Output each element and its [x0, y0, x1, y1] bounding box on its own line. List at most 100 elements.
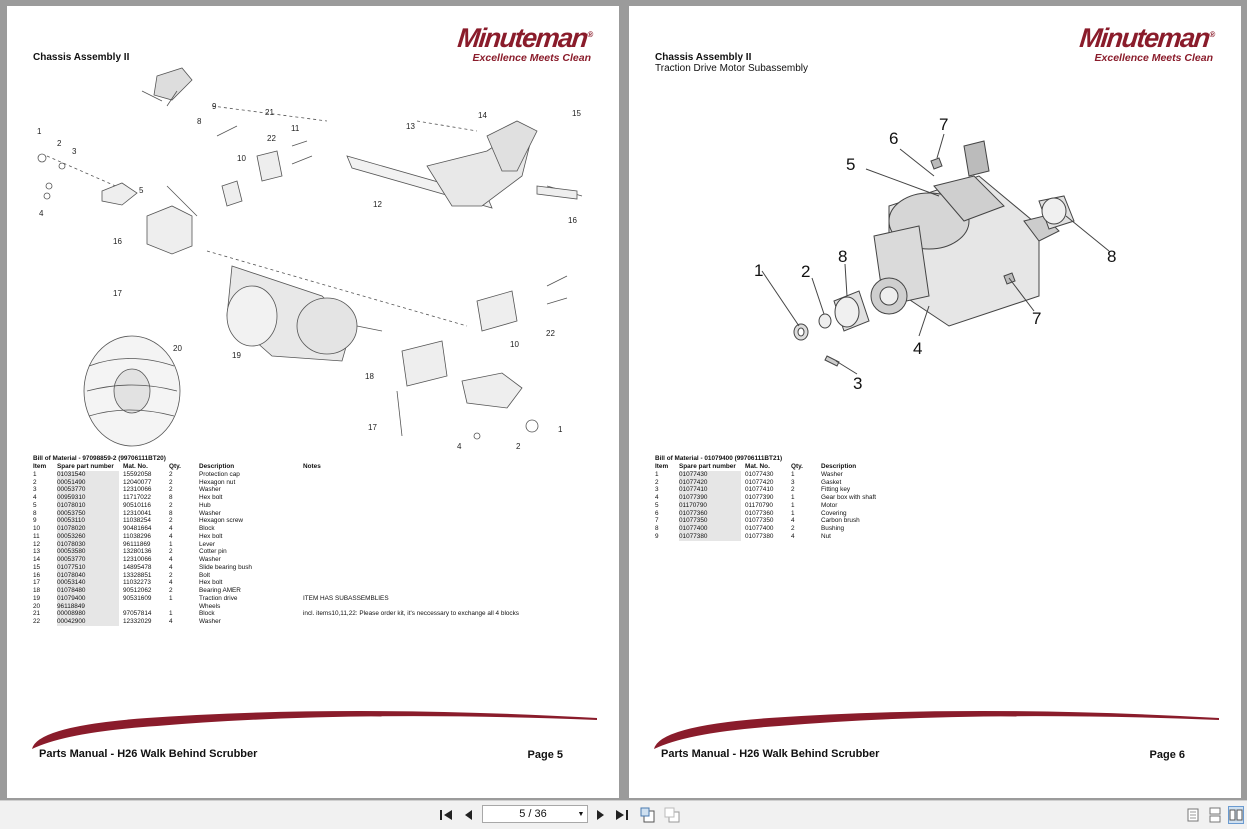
logo-tagline: Excellence Meets Clean — [472, 52, 591, 64]
cell-description: Hex bolt — [199, 494, 223, 501]
col-item: Item — [655, 463, 669, 470]
cell-mat-no: 90481664 — [123, 525, 152, 532]
cell-qty: 1 — [169, 610, 173, 618]
callout-8: 8 — [197, 117, 202, 126]
cell-notes — [303, 494, 563, 502]
cell-notes — [303, 486, 563, 494]
page-number-value: 5 / 36 — [519, 808, 547, 820]
cell-spare-part: 00053770 — [57, 486, 119, 494]
cell-mat-no — [119, 603, 169, 611]
cell-item: 8 — [655, 525, 659, 532]
cell-spare-part: 01031540 — [57, 470, 119, 479]
callout-7: 7 — [1032, 309, 1041, 328]
callout-12: 12 — [373, 200, 382, 209]
cell-qty: 4 — [791, 532, 795, 540]
logo-tagline: Excellence Meets Clean — [1094, 52, 1213, 64]
single-page-view-icon[interactable] — [1186, 806, 1200, 824]
cell-spare-part: 01077430 — [679, 470, 741, 479]
bill-of-material-table: Bill of Material - 97098859-2 (99706111B… — [33, 455, 563, 626]
cell-mat-no: 01077430 — [745, 470, 774, 478]
cell-mat-no: 90510116 — [123, 501, 151, 509]
callout-7: 7 — [939, 115, 948, 134]
cell-description: Motor — [821, 501, 838, 509]
cell-notes — [303, 541, 563, 549]
cell-description: Traction drive — [199, 594, 238, 602]
cell-spare-part: 01077350 — [679, 517, 741, 525]
cell-description: Covering — [821, 509, 847, 517]
cell-item: 5 — [655, 501, 659, 509]
bill-of-material-table: Bill of Material - 01079400 (99706111BT2… — [655, 455, 925, 541]
rotate-page-icon[interactable] — [640, 806, 656, 824]
cell-notes: ITEM HAS SUBASSEMBLIES — [303, 594, 389, 602]
cell-description: Washer — [199, 556, 221, 563]
cell-item: 1 — [33, 470, 37, 478]
callout-22: 22 — [267, 134, 276, 143]
cell-qty: 1 — [791, 494, 795, 501]
callout-19: 19 — [232, 351, 241, 360]
cell-notes — [303, 556, 563, 564]
document-page-6: Minuteman® Excellence Meets Clean Chassi… — [629, 6, 1241, 798]
cell-item: 5 — [33, 501, 37, 509]
col-description: Description — [199, 463, 235, 470]
callout-4: 4 — [457, 442, 462, 451]
cell-notes — [303, 517, 563, 525]
cell-mat-no: 97057814 — [123, 610, 152, 618]
cell-description: Bolt — [199, 571, 211, 579]
cell-spare-part: 00053580 — [57, 548, 119, 556]
two-page-view-icon[interactable] — [1228, 806, 1244, 824]
cell-description: Hexagon nut — [199, 478, 236, 486]
cell-item: 10 — [33, 525, 41, 532]
cell-item: 2 — [33, 478, 37, 486]
page-number-select[interactable]: 5 / 36 ▼ — [482, 805, 588, 823]
cell-description: Hub — [199, 501, 211, 509]
viewer-toolbar — [0, 800, 1247, 829]
chevron-down-icon[interactable]: ▼ — [577, 810, 585, 818]
cell-description: Washer — [199, 618, 221, 625]
cell-qty: 4 — [169, 525, 173, 532]
cell-notes: incl. items10,11,22: Please order kit, i… — [303, 610, 520, 618]
fit-page-icon[interactable] — [664, 806, 680, 824]
cell-item: 20 — [33, 602, 41, 610]
prev-page-icon[interactable] — [461, 806, 475, 824]
next-page-icon[interactable] — [594, 806, 608, 824]
cell-description: Block — [199, 525, 215, 532]
cell-qty: 1 — [169, 540, 173, 548]
callout-11: 11 — [291, 124, 300, 133]
cell-spare-part: 01077410 — [679, 486, 741, 494]
cell-description: Gasket — [821, 478, 842, 486]
cell-item: 13 — [33, 548, 41, 556]
callout-4: 4 — [39, 209, 44, 218]
callout-3: 3 — [853, 374, 862, 393]
cell-mat-no: 14895478 — [123, 563, 152, 571]
cell-item: 15 — [33, 563, 41, 571]
cell-spare-part: 01078040 — [57, 571, 119, 580]
callout-22: 22 — [546, 329, 555, 338]
cell-mat-no: 12310066 — [123, 486, 152, 494]
cell-spare-part: 01077420 — [679, 478, 741, 487]
chassis-exploded-diagram: 1 2 3 4 5 8 9 10 11 12 13 14 15 16 16 17… — [37, 67, 583, 451]
cell-mat-no: 15592058 — [123, 470, 152, 478]
cell-description: Hex bolt — [199, 532, 223, 540]
cell-qty: 4 — [169, 563, 173, 571]
cell-qty — [169, 603, 199, 611]
first-page-icon[interactable] — [438, 806, 454, 824]
cell-mat-no: 12332029 — [123, 618, 152, 625]
cell-description: Block — [199, 610, 215, 618]
continuous-view-icon[interactable] — [1208, 806, 1222, 824]
cell-qty: 2 — [169, 501, 173, 509]
cell-notes — [303, 564, 563, 572]
cell-spare-part: 00053140 — [57, 579, 119, 587]
cell-notes — [303, 479, 563, 487]
callout-15: 15 — [572, 109, 581, 118]
traction-motor-exploded-diagram: 1 2 3 4 5 6 7 7 8 8 — [754, 115, 1116, 393]
cell-mat-no: 01077410 — [745, 486, 774, 494]
last-page-icon[interactable] — [614, 806, 630, 824]
callout-1: 1 — [37, 127, 42, 136]
callout-17: 17 — [113, 289, 122, 298]
